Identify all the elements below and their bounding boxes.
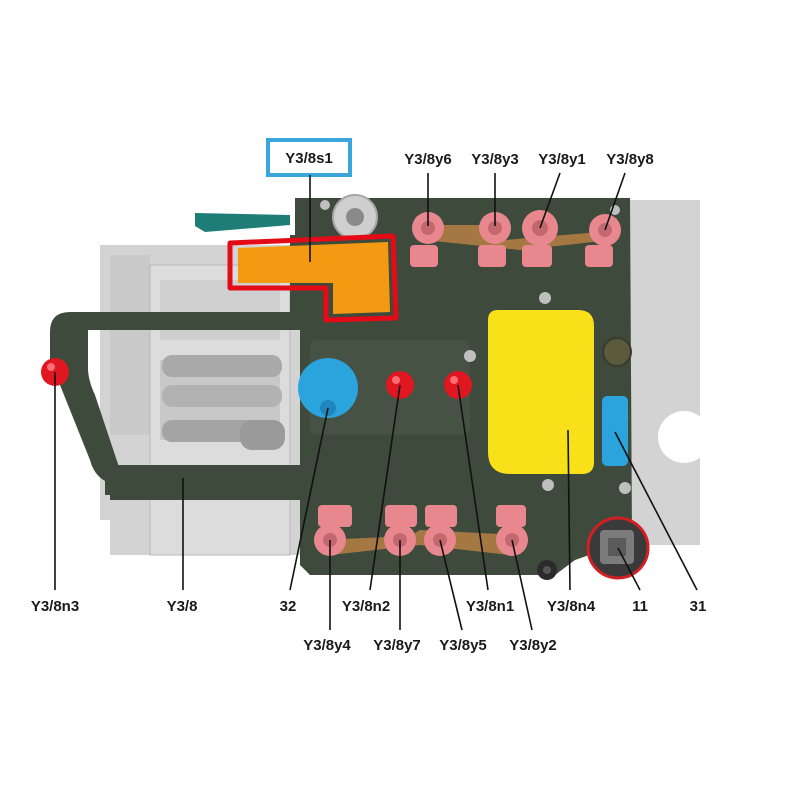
- label-y38y1: Y3/8y1: [538, 151, 586, 168]
- leader-y38n4: [567, 429, 571, 591]
- speed-sensor-housing: [332, 194, 378, 240]
- solenoid-y38y3: [478, 212, 511, 267]
- leader-y38y1: [539, 172, 561, 229]
- highlight-box-red: [227, 233, 399, 323]
- label-y38n2: Y3/8n2: [342, 598, 390, 615]
- leader-y38y8: [604, 172, 626, 231]
- leader-y38n1: [457, 384, 489, 591]
- label-31: 31: [690, 598, 707, 615]
- label-y38y8: Y3/8y8: [606, 151, 654, 168]
- leader-y38y2: [511, 539, 533, 631]
- orange-sensor: [238, 242, 390, 314]
- label-y38n1: Y3/8n1: [466, 598, 514, 615]
- blue-part-32: [298, 358, 358, 418]
- oring-small: [537, 560, 557, 580]
- spool-valves: [162, 355, 285, 450]
- label-y38s1: Y3/8s1: [285, 150, 333, 167]
- leader-y38y5: [439, 539, 463, 631]
- blue-connector-31: [602, 396, 628, 466]
- leader-32: [289, 407, 329, 591]
- leader-lines: [54, 172, 698, 631]
- grey-plate-right: [620, 200, 710, 545]
- label-y38y7: Y3/8y7: [373, 637, 421, 654]
- label-y38n3: Y3/8n3: [31, 598, 79, 615]
- bolts: [320, 200, 631, 494]
- highlight-box-blue: [266, 138, 352, 177]
- teal-tab: [195, 213, 290, 232]
- solenoid-y38y2: [496, 505, 528, 556]
- label-y38y2: Y3/8y2: [509, 637, 557, 654]
- solenoid-y38y6: [410, 212, 444, 267]
- label-y38y6: Y3/8y6: [404, 151, 452, 168]
- leader-11: [617, 547, 641, 591]
- copper-strips: [320, 220, 615, 555]
- yellow-module-y38n4: [488, 310, 594, 474]
- labels: Y3/8s1 Y3/8y6 Y3/8y3 Y3/8y1 Y3/8y8 Y3/8n…: [31, 150, 707, 654]
- label-y38y5: Y3/8y5: [439, 637, 487, 654]
- bushing-ring: [602, 337, 632, 367]
- leader-y38n2: [369, 384, 401, 591]
- label-y38y3: Y3/8y3: [471, 151, 519, 168]
- label-32: 32: [280, 598, 297, 615]
- solenoid-y38y5: [424, 505, 457, 556]
- leader-31: [614, 431, 698, 591]
- harness-arm: [50, 312, 300, 495]
- label-11: 11: [632, 598, 648, 615]
- label-y38: Y3/8: [167, 598, 198, 615]
- mount-hole: [658, 411, 710, 463]
- label-y38n4: Y3/8n4: [547, 598, 596, 615]
- label-y38y4: Y3/8y4: [303, 637, 351, 654]
